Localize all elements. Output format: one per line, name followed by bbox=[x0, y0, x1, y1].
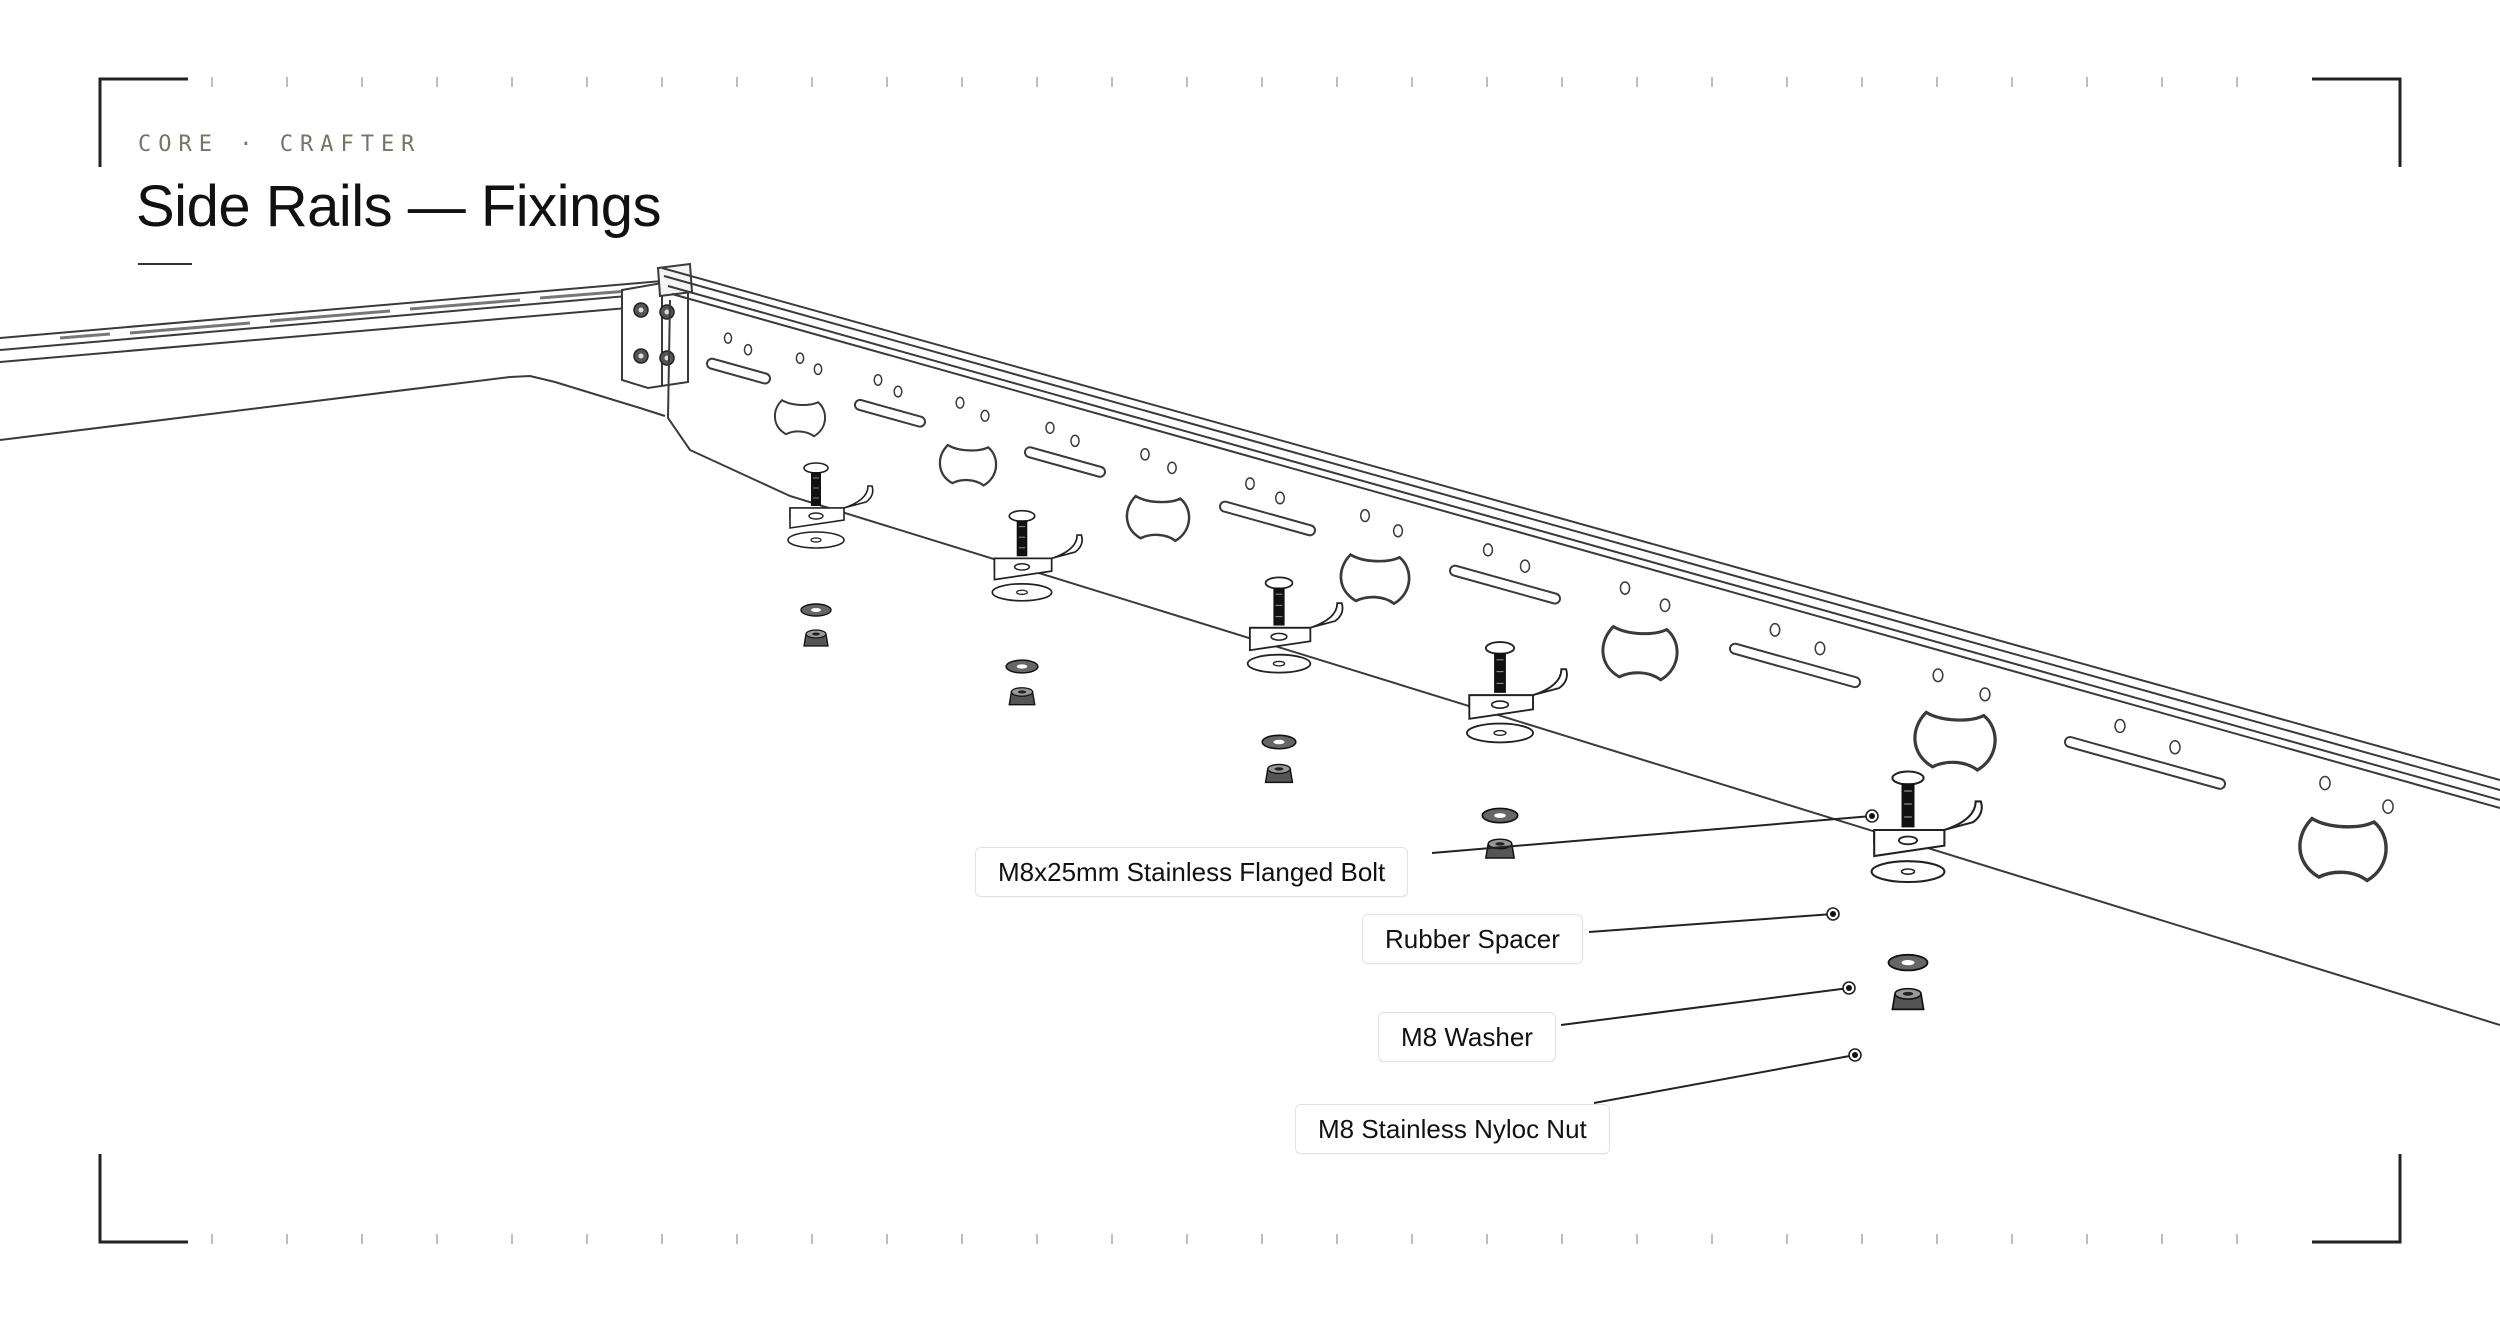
rail-hole bbox=[743, 343, 753, 356]
rail-hole bbox=[1359, 509, 1371, 523]
l-bracket bbox=[789, 485, 874, 529]
rail-keyhole-cutout bbox=[1913, 710, 1997, 772]
l-bracket bbox=[1248, 602, 1344, 652]
flanged-bolt bbox=[1484, 641, 1516, 693]
rail-hole bbox=[1659, 598, 1671, 613]
rail-hole bbox=[1619, 581, 1631, 595]
flanged-bolt bbox=[803, 462, 829, 506]
fixing-set bbox=[1466, 641, 1568, 859]
corner-bracket bbox=[621, 262, 694, 390]
rail-hole bbox=[1519, 559, 1531, 573]
leader-line bbox=[1431, 809, 1879, 854]
callout-washer: M8 Washer bbox=[1378, 1012, 1556, 1062]
rail-keyhole-cutout bbox=[1339, 552, 1411, 606]
main-side-rail bbox=[661, 267, 2500, 1026]
brand-label: CORE · CRAFTER bbox=[138, 132, 422, 157]
rail-hole bbox=[1045, 421, 1055, 435]
fixing-sets bbox=[787, 462, 1983, 1011]
m8-washer bbox=[1887, 953, 1929, 972]
left-side-rail bbox=[0, 280, 666, 441]
nyloc-nut bbox=[1891, 987, 1925, 1011]
l-bracket bbox=[993, 534, 1083, 581]
leader-line bbox=[1593, 1048, 1862, 1104]
rail-hole bbox=[1070, 434, 1080, 448]
callout-leaders bbox=[1431, 809, 1879, 1104]
frame-corners bbox=[98, 77, 2402, 1244]
rail-hole bbox=[1392, 524, 1404, 538]
fixing-set bbox=[991, 509, 1083, 706]
m8-washer bbox=[1261, 734, 1297, 750]
flanged-bolt bbox=[1264, 576, 1294, 626]
rail-hole bbox=[2114, 718, 2126, 734]
leader-line bbox=[1560, 981, 1856, 1026]
rail-keyhole-cutout bbox=[2298, 816, 2388, 883]
frame-ticks-top bbox=[211, 77, 2238, 87]
fixing-set bbox=[787, 462, 874, 647]
fixing-set bbox=[1246, 576, 1344, 784]
rail-slot bbox=[854, 398, 926, 428]
m8-washer bbox=[800, 603, 832, 617]
rail-hole bbox=[813, 363, 823, 376]
l-bracket bbox=[1468, 668, 1568, 720]
rail-hole bbox=[1769, 622, 1781, 637]
rail-keyhole-cutout bbox=[938, 443, 998, 487]
rail-slot bbox=[1449, 564, 1561, 605]
flanged-bolt bbox=[1891, 770, 1925, 828]
nyloc-nut bbox=[1008, 687, 1036, 706]
rail-slot bbox=[706, 357, 771, 385]
l-bracket bbox=[1873, 800, 1983, 858]
title-underline bbox=[138, 263, 192, 265]
nyloc-nut bbox=[1264, 763, 1294, 784]
rail-hole bbox=[1482, 543, 1494, 557]
rail-slot bbox=[1729, 642, 1861, 689]
rail-hole bbox=[2169, 740, 2181, 755]
callout-nyloc-nut: M8 Stainless Nyloc Nut bbox=[1295, 1104, 1610, 1154]
rail-hole bbox=[1140, 447, 1150, 461]
rail-hole bbox=[1274, 491, 1286, 505]
rail-slot bbox=[2064, 736, 2226, 790]
rail-keyhole-cutout bbox=[774, 398, 826, 438]
leader-line bbox=[1588, 907, 1840, 933]
rail-slot bbox=[1219, 500, 1316, 537]
frame-corner-bottom-right bbox=[2312, 1154, 2402, 1244]
rail-hole bbox=[1245, 477, 1255, 491]
rail-hole bbox=[2319, 775, 2331, 791]
frame-corner-bottom-left bbox=[98, 1154, 188, 1244]
rail-hole bbox=[723, 332, 733, 344]
callout-rubber-spacer: Rubber Spacer bbox=[1362, 914, 1583, 964]
m8-washer bbox=[1481, 807, 1519, 824]
rail-holes bbox=[706, 332, 2394, 883]
frame-corner-top-left bbox=[98, 77, 188, 167]
rail-slot bbox=[1024, 446, 1106, 478]
rail-hole bbox=[1932, 668, 1944, 683]
rail-hole bbox=[795, 352, 805, 365]
page-title: Side Rails — Fixings bbox=[136, 174, 662, 239]
rail-hole bbox=[1979, 687, 1991, 702]
rail-hole bbox=[893, 385, 903, 398]
rail-hole bbox=[1814, 641, 1826, 656]
nyloc-nut bbox=[803, 629, 829, 647]
callout-bolt: M8x25mm Stainless Flanged Bolt bbox=[975, 847, 1409, 897]
rail-hole bbox=[2382, 799, 2394, 815]
m8-washer bbox=[1005, 659, 1039, 674]
rail-hole bbox=[955, 396, 965, 409]
fixing-set bbox=[1870, 770, 1983, 1011]
rail-keyhole-cutout bbox=[1601, 624, 1679, 682]
rail-hole bbox=[980, 409, 990, 422]
frame-ticks-bottom bbox=[211, 1234, 2238, 1244]
frame-corner-top-right bbox=[2312, 77, 2402, 167]
rail-keyhole-cutout bbox=[1125, 494, 1191, 543]
flanged-bolt bbox=[1008, 509, 1036, 557]
rail-hole bbox=[1167, 461, 1177, 475]
rail-hole bbox=[873, 373, 883, 386]
